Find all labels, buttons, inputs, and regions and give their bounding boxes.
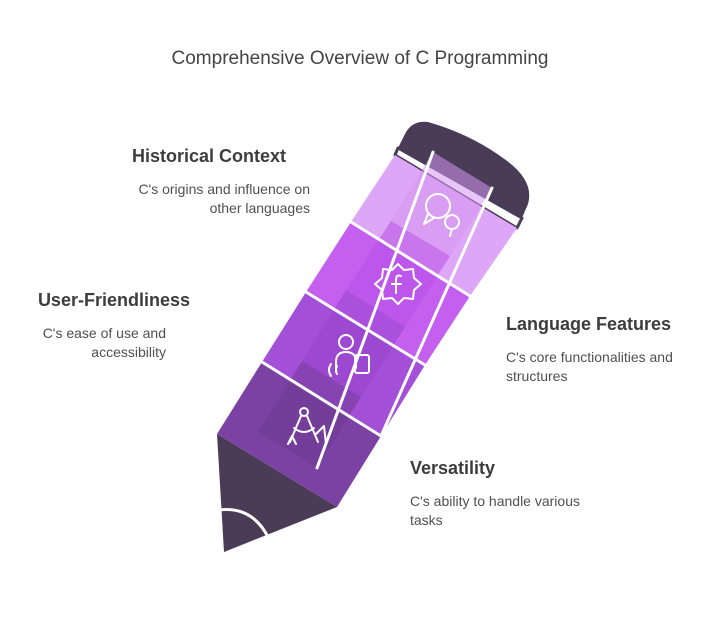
label-language-features: Language Features (506, 314, 672, 334)
pencil-tip (217, 434, 337, 552)
desc-historical-context-line2: other languages (209, 200, 310, 216)
label-historical-context: Historical Context (131, 146, 286, 166)
label-versatility: Versatility (410, 458, 496, 478)
user-touch-icon (328, 334, 370, 377)
desc-user-friendliness-line1: C's ease of use and (42, 325, 166, 341)
desc-versatility: C's ability to handle various tasks (410, 492, 630, 530)
desc-user-friendliness: C's ease of use and accessibility (0, 324, 166, 362)
desc-versatility-line2: tasks (410, 512, 443, 528)
pencil-face-2 (346, 221, 450, 327)
pencil-face-4 (258, 361, 361, 468)
pencil-eraser (398, 121, 530, 218)
compass-tools-icon (287, 407, 327, 445)
desc-user-friendliness-line2: accessibility (91, 344, 166, 360)
desc-historical-context: C's origins and influence on other langu… (60, 180, 310, 218)
desc-language-features-line2: structures (506, 368, 568, 384)
desc-versatility-line1: C's ability to handle various (410, 493, 580, 509)
label-user-friendliness: User-Friendliness (37, 290, 190, 310)
diagram-title: Comprehensive Overview of C Programming (171, 48, 549, 69)
function-gear-icon (374, 263, 422, 305)
pencil-tip-curve (218, 508, 270, 538)
pencil-face-1 (391, 152, 492, 256)
desc-historical-context-line1: C's origins and influence on (138, 181, 310, 197)
speech-bubbles-icon (423, 193, 460, 237)
desc-language-features-line1: C's core functionalities and (506, 349, 673, 365)
desc-language-features: C's core functionalities and structures (506, 348, 716, 386)
